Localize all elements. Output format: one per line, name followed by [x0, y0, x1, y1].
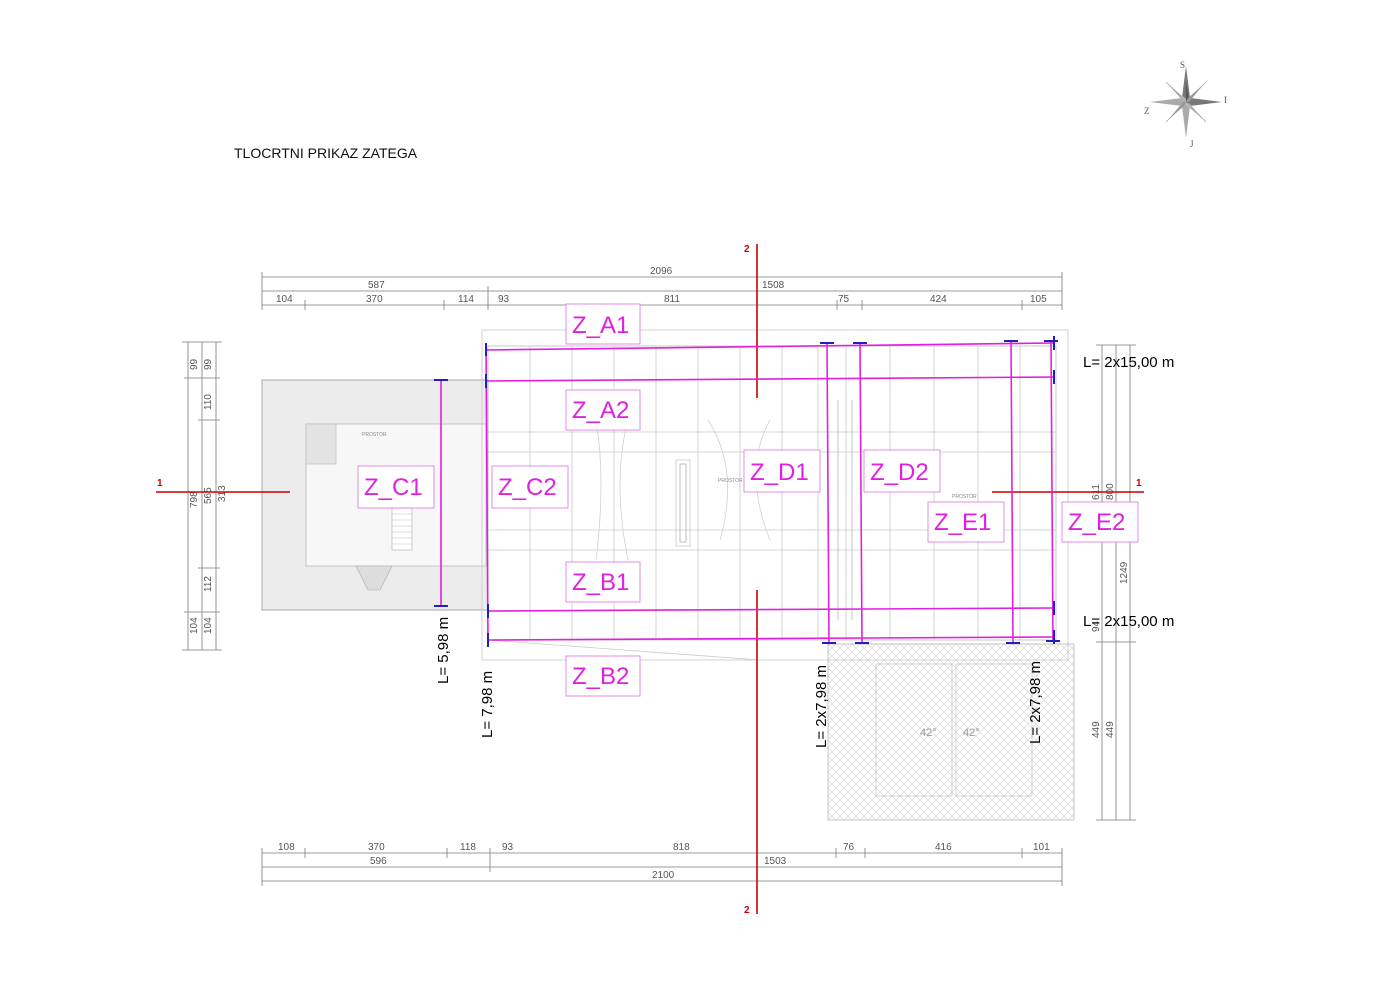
section-1-left-label: 1	[157, 478, 163, 489]
left-dim-110: 110	[203, 394, 214, 410]
top-dim-1508: 1508	[762, 280, 785, 291]
compass-south-label: J	[1190, 139, 1194, 149]
left-dim-798: 798	[189, 491, 200, 508]
compass-north-label: S	[1180, 60, 1185, 70]
bottom-dim-118: 118	[460, 842, 476, 853]
tie-label-zc2: Z_C2	[498, 474, 557, 501]
compass-rose-icon	[1150, 66, 1222, 138]
compass-east-label: I	[1224, 95, 1227, 105]
roof-angle-right: 42°	[963, 727, 980, 739]
top-dim-105: 105	[1030, 294, 1047, 305]
tie-label-zb1: Z_B1	[572, 569, 629, 596]
top-dim-104: 104	[276, 294, 293, 305]
top-dimension-lines	[261, 272, 1063, 310]
section-1-right-label: 1	[1136, 478, 1142, 489]
top-dim-424: 424	[930, 294, 947, 305]
anchor-plates	[434, 336, 1060, 647]
section-2-bottom-label: 2	[744, 905, 750, 916]
left-dimension-lines	[182, 341, 222, 651]
bottom-dim-108: 108	[278, 842, 295, 853]
left-dim-313: 313	[217, 485, 228, 502]
left-dim-99-a: 99	[189, 358, 200, 370]
right-dim-449-a: 449	[1091, 721, 1102, 738]
compass-west-label: Z	[1144, 106, 1150, 116]
bottom-dim-596: 596	[370, 856, 387, 867]
drawing-title: TLOCRTNI PRIKAZ ZATEGA	[234, 145, 418, 161]
top-dim-370: 370	[366, 294, 383, 305]
left-dim-104-a: 104	[189, 617, 200, 634]
tie-label-zc1: Z_C1	[364, 474, 423, 501]
right-dim-449-b: 449	[1105, 721, 1116, 738]
tie-rods	[440, 340, 1055, 644]
top-dim-75: 75	[838, 294, 850, 305]
left-dim-99-b: 99	[203, 358, 214, 370]
lower-roof-hatched-area	[827, 643, 1075, 821]
length-label-c1: L= 5,98 m	[435, 617, 452, 684]
length-label-d: L= 2x7,98 m	[813, 665, 830, 748]
bottom-dim-101: 101	[1033, 842, 1050, 853]
bottom-dim-93: 93	[502, 842, 514, 853]
tie-label-ze2: Z_E2	[1068, 509, 1125, 536]
top-dim-114: 114	[458, 294, 474, 305]
right-dim-1249: 1249	[1119, 561, 1130, 584]
length-label-e: L= 2x7,98 m	[1027, 661, 1044, 744]
tie-label-za2: Z_A2	[572, 397, 629, 424]
section-2-top-label: 2	[744, 244, 750, 255]
bottom-dim-overall: 2100	[652, 870, 675, 881]
right-dim-94: 94	[1091, 620, 1102, 632]
top-dim-811: 811	[664, 294, 680, 305]
right-dimension-lines	[1096, 344, 1136, 821]
bottom-dim-416: 416	[935, 842, 952, 853]
tie-label-zd2: Z_D2	[870, 459, 929, 486]
room-label-right: PROSTOR	[952, 494, 977, 500]
bottom-dimension-lines	[261, 848, 1063, 886]
length-label-c2: L= 7,98 m	[479, 671, 496, 738]
room-label-main: PROSTOR	[718, 478, 743, 484]
room-label-annex: PROSTOR	[362, 432, 387, 438]
bottom-dim-76: 76	[843, 842, 855, 853]
bottom-dim-370: 370	[368, 842, 385, 853]
section-lines	[156, 244, 1144, 914]
tie-tag-boxes	[357, 303, 1139, 697]
length-label-top: L= 2x15,00 m	[1083, 354, 1174, 371]
left-dim-112: 112	[203, 576, 214, 592]
left-dim-565: 565	[203, 487, 214, 504]
length-label-bottom: L= 2x15,00 m	[1083, 613, 1174, 630]
tie-label-zb2: Z_B2	[572, 663, 629, 690]
bottom-dim-1503: 1503	[764, 856, 787, 867]
tie-label-za1: Z_A1	[572, 312, 629, 339]
tie-label-zd1: Z_D1	[750, 459, 809, 486]
top-dim-587: 587	[368, 280, 385, 291]
tie-label-ze1: Z_E1	[934, 509, 991, 536]
left-dim-104-b: 104	[203, 617, 214, 634]
roof-angle-left: 42°	[920, 727, 937, 739]
top-dim-93: 93	[498, 294, 510, 305]
bottom-dim-818: 818	[673, 842, 690, 853]
main-building-plan	[481, 329, 1069, 661]
top-dim-overall: 2096	[650, 266, 673, 277]
